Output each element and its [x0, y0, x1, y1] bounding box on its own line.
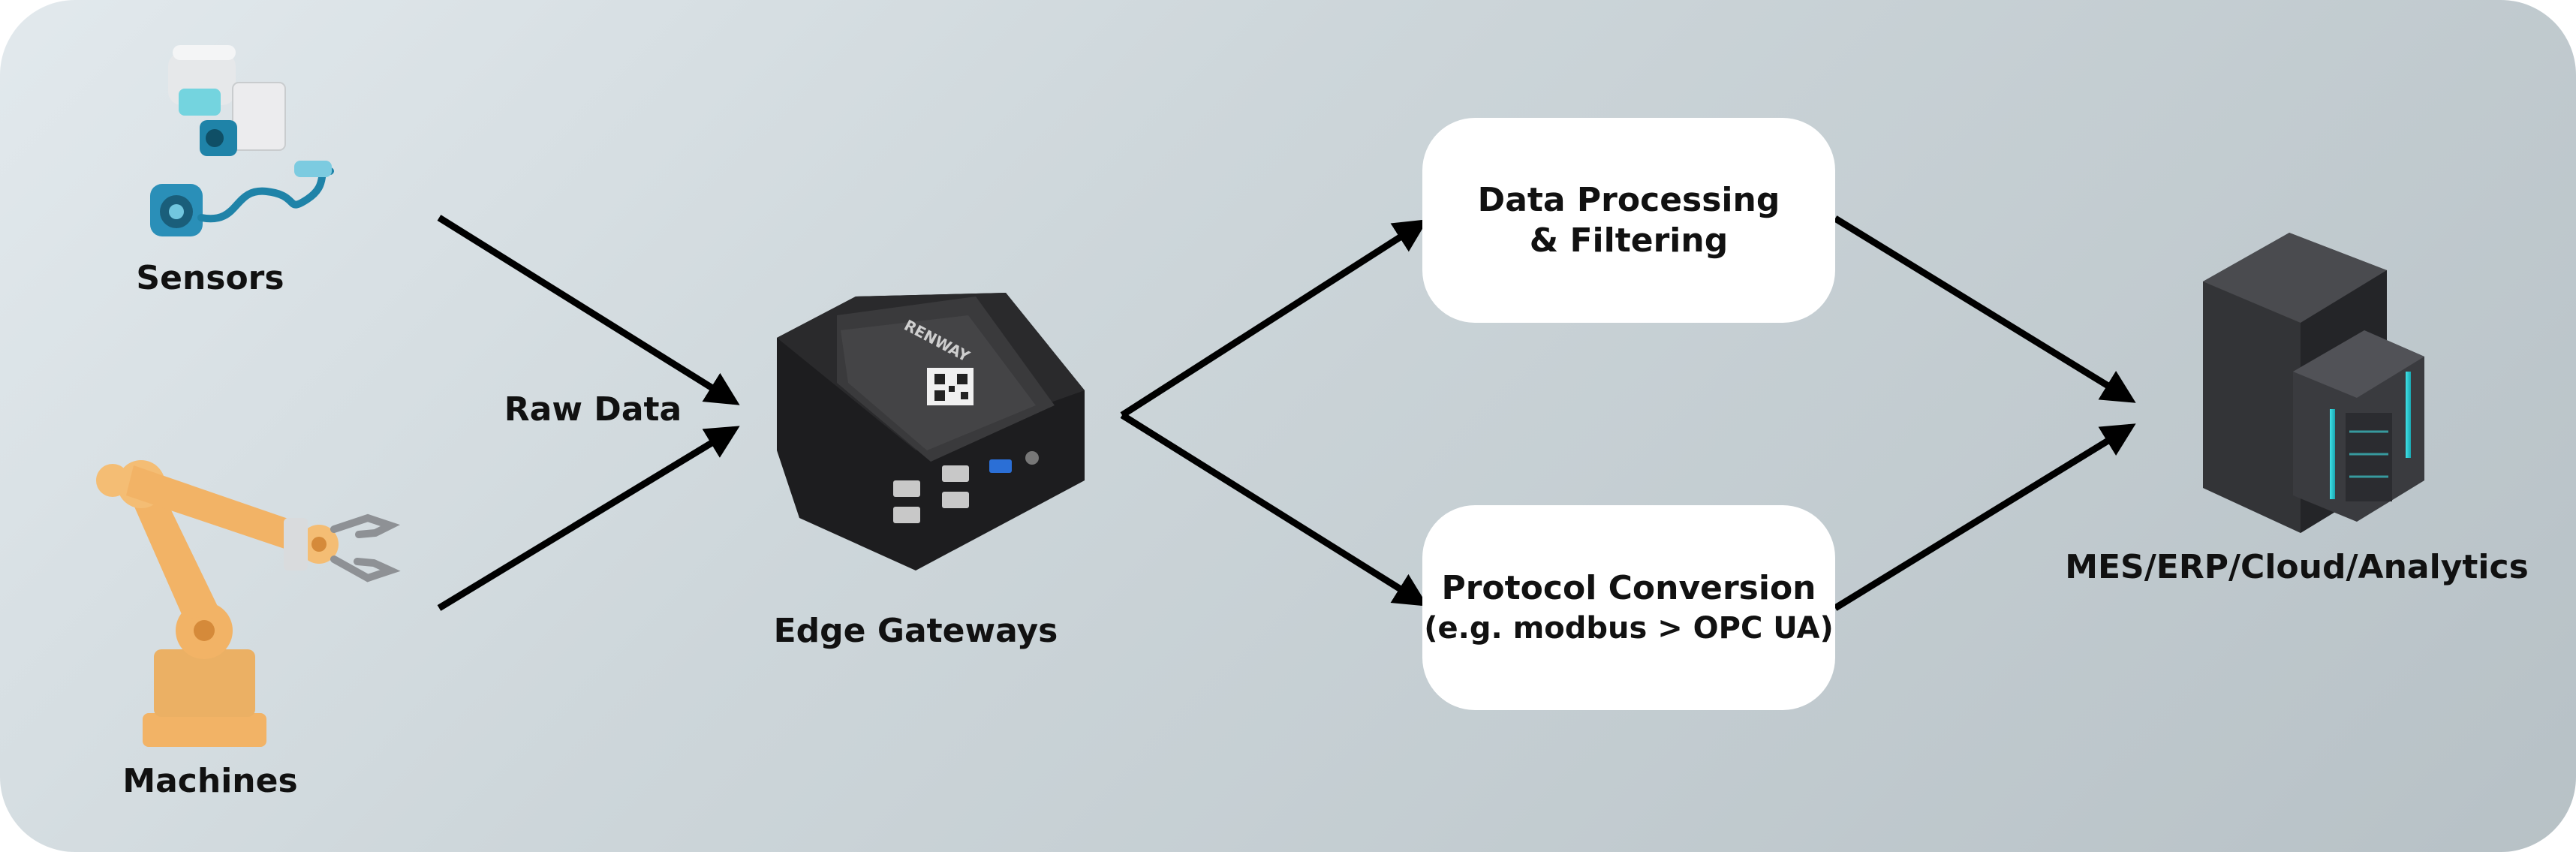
data-processing-subtitle: & Filtering [1529, 221, 1729, 260]
arrow-gateway-split-down [1120, 412, 1428, 607]
machines-label: Machines [122, 762, 298, 800]
protocol-conversion-box: Protocol Conversion (e.g. modbus > OPC U… [1422, 505, 1835, 710]
protocol-conversion-title: Protocol Conversion [1441, 568, 1816, 607]
edge-gateways-label: Edge Gateways [773, 612, 1058, 650]
server-rack-icon [2203, 233, 2424, 533]
arrow-gateway-split-up [1120, 219, 1428, 418]
sensor-devices-icon [150, 45, 334, 236]
robot-arm-icon [96, 460, 401, 747]
arrow-sensors-to-gateway [437, 215, 740, 405]
arrow-machines-to-gateway [437, 426, 740, 611]
arrow-conversion-to-target [1833, 423, 2136, 611]
edge-gateway-device-icon: RENWAY [777, 293, 1085, 571]
target-systems-label: MES/ERP/Cloud/Analytics [2065, 548, 2529, 586]
data-processing-title: Data Processing [1477, 180, 1780, 219]
raw-data-label: Raw Data [504, 390, 682, 429]
protocol-conversion-example: (e.g. modbus > OPC UA) [1424, 610, 1834, 646]
sensors-label: Sensors [136, 259, 284, 297]
arrow-processing-to-target [1833, 215, 2136, 403]
data-processing-box: Data Processing & Filtering [1422, 118, 1835, 323]
